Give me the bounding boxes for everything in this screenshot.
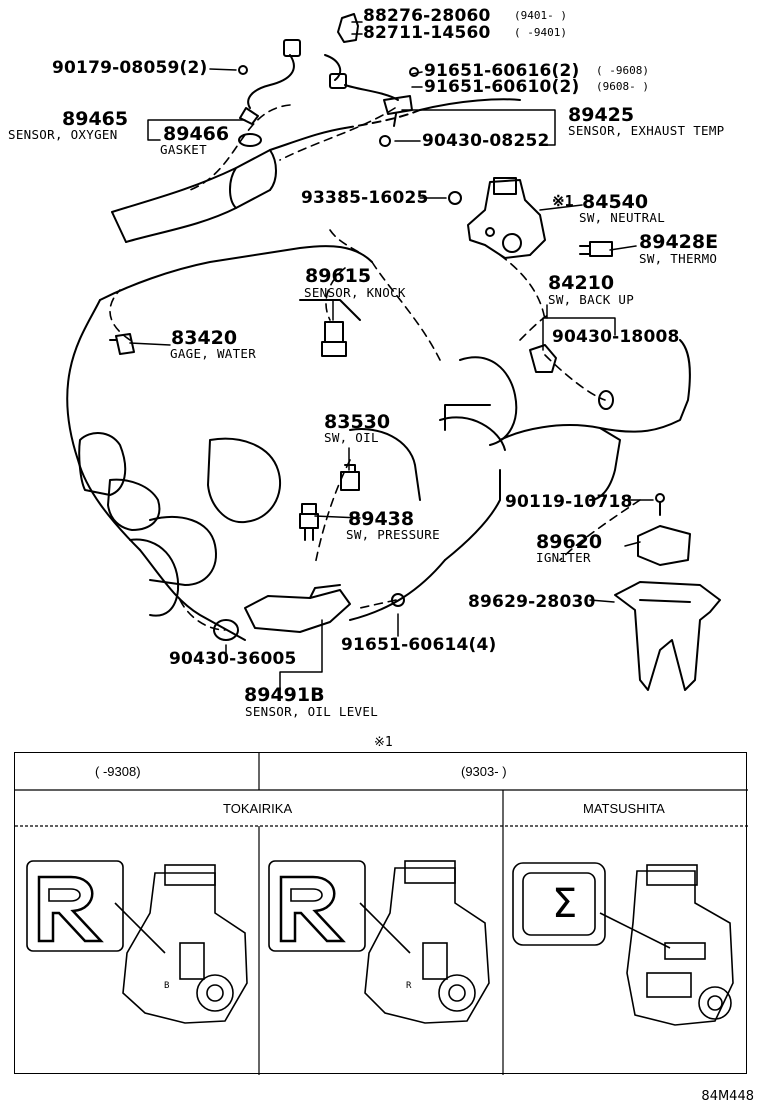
table-note-mark: ※1 xyxy=(374,735,393,750)
oil-level-sensor-shape xyxy=(213,584,405,641)
variant-table: ( -9308) (9303- ) TOKAIRIKA MATSUSHITA Σ… xyxy=(14,752,748,1075)
part-83530-desc: SW, OIL xyxy=(324,430,379,445)
table-date-right: (9303- ) xyxy=(461,764,507,779)
matsushita-mark: Σ xyxy=(552,881,578,927)
part-89425-number: 89425 xyxy=(568,104,635,126)
part-91651c-number: 91651-60614(4) xyxy=(341,635,497,655)
part-89491B-desc: SENSOR, OIL LEVEL xyxy=(245,704,379,719)
pressure-switch-shape xyxy=(299,503,319,541)
oxygen-sensor-wire xyxy=(238,39,301,147)
part-82711-number: 82711-14560 xyxy=(363,23,491,43)
part-84210-desc: SW, BACK UP xyxy=(548,292,635,307)
part-90430b-number: 90430-18008 xyxy=(552,327,680,347)
part-89491B-number: 89491B xyxy=(244,684,325,706)
part-91651a-number: 91651-60616(2) xyxy=(424,61,580,81)
part-89620-number: 89620 xyxy=(536,531,603,553)
switch-drawing-3 xyxy=(512,862,734,1026)
parts-diagram xyxy=(66,13,721,691)
callout-lines xyxy=(129,21,654,691)
part-88276-number: 88276-28060 xyxy=(363,6,491,26)
part-89629-number: 89629-28030 xyxy=(468,592,596,612)
thermo-switch-shape xyxy=(579,241,613,257)
part-84540-mark: ※1 xyxy=(552,192,574,210)
part-84540-desc: SW, NEUTRAL xyxy=(579,210,666,225)
table-date-left: ( -9308) xyxy=(95,764,141,779)
part-89438-desc: SW, PRESSURE xyxy=(346,527,440,542)
part-91651a-date: ( -9608) xyxy=(596,64,649,77)
part-88276-date: (9401- ) xyxy=(514,9,567,22)
part-90179-number: 90179-08059(2) xyxy=(52,58,208,78)
part-83420-desc: GAGE, WATER xyxy=(170,346,257,361)
backup-switch-shape xyxy=(529,344,614,410)
part-90430c-number: 90430-36005 xyxy=(169,649,297,669)
oil-switch-shape xyxy=(340,464,360,491)
part-91651b-date: (9608- ) xyxy=(596,80,649,93)
part-89428E-number: 89428E xyxy=(639,231,719,253)
part-93385-number: 93385-16025 xyxy=(301,188,429,208)
part-83420-number: 83420 xyxy=(171,327,238,349)
part-89425-desc: SENSOR, EXHAUST TEMP xyxy=(568,123,725,138)
part-89620-desc: IGNITER xyxy=(536,550,591,565)
part-82711-date: ( -9401) xyxy=(514,26,567,39)
part-89466-number: 89466 xyxy=(163,123,230,145)
exhaust-pipe xyxy=(111,98,521,243)
water-gage-shape xyxy=(109,333,135,355)
reference-code: 84M448 xyxy=(701,1089,754,1104)
table-maker-right: MATSUSHITA xyxy=(583,801,665,816)
part-90430a-number: 90430-08252 xyxy=(422,131,550,151)
exhaust-temp-sensor-shape xyxy=(324,54,419,147)
part-89465-number: 89465 xyxy=(62,108,129,130)
part-90119-number: 90119-10718 xyxy=(505,492,633,512)
part-89615-number: 89615 xyxy=(305,265,372,287)
part-89466-desc: GASKET xyxy=(160,142,207,157)
tokai-mini-label-1: B xyxy=(164,981,170,991)
bracket-shape xyxy=(614,581,721,691)
table-maker-left: TOKAIRIKA xyxy=(223,801,293,816)
knock-sensor-shape xyxy=(321,321,347,357)
tokai-mini-label-2: R xyxy=(406,981,412,991)
neutral-switch-shape xyxy=(448,177,546,259)
part-83530-number: 83530 xyxy=(324,411,391,433)
switch-drawing-2 xyxy=(268,860,490,1024)
part-89438-number: 89438 xyxy=(348,508,415,530)
part-84540-number: 84540 xyxy=(582,191,649,213)
part-89615-desc: SENSOR, KNOCK xyxy=(304,285,406,300)
table-grid xyxy=(15,753,748,1075)
part-89428E-desc: SW, THERMO xyxy=(639,251,718,266)
part-91651b-number: 91651-60610(2) xyxy=(424,77,580,97)
part-89465-desc: SENSOR, OXYGEN xyxy=(8,127,118,142)
part-84210-number: 84210 xyxy=(548,272,615,294)
connector-top xyxy=(238,13,359,75)
switch-drawing-1 xyxy=(26,860,248,1024)
igniter-shape xyxy=(637,493,691,566)
